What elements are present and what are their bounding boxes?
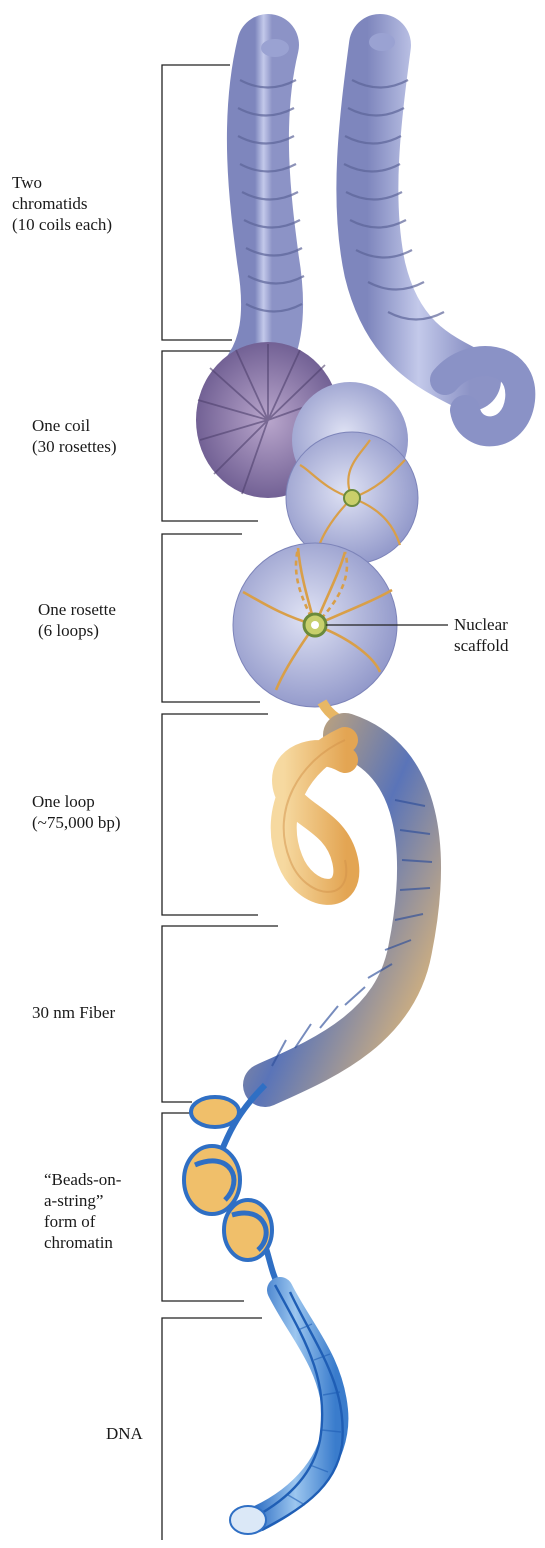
label-two-chromatids: Two chromatids (10 coils each) [12,172,112,235]
label-dna: DNA [106,1423,143,1444]
label-line: One rosette [38,599,116,620]
bracket-chromatids [162,65,232,340]
chromatid-right [344,33,520,431]
label-one-rosette: One rosette (6 loops) [38,599,116,641]
label-line: scaffold [454,635,508,656]
label-30nm-fiber: 30 nm Fiber [32,1002,115,1023]
label-line: form of [44,1211,121,1232]
label-beads-on-a-string: “Beads-on- a-string” form of chromatin [44,1169,121,1253]
label-line: (10 coils each) [12,214,112,235]
label-nuclear-scaffold: Nuclear scaffold [454,614,508,656]
label-line: chromatids [12,193,112,214]
label-line: 30 nm Fiber [32,1002,115,1023]
label-one-loop: One loop (~75,000 bp) [32,791,121,833]
label-line: (6 loops) [38,620,116,641]
beads-on-string [184,1085,280,1290]
label-line: One coil [32,415,117,436]
label-line: (30 rosettes) [32,436,117,457]
label-line: One loop [32,791,121,812]
bracket-loop [162,714,268,915]
label-line: chromatin [44,1232,121,1253]
label-line: Nuclear [454,614,508,635]
coil-rosettes [196,342,418,564]
label-line: Two [12,172,112,193]
dna-strand [230,1285,343,1534]
label-line: (~75,000 bp) [32,812,121,833]
label-line: “Beads-on- [44,1169,121,1190]
label-one-coil: One coil (30 rosettes) [32,415,117,457]
label-line: a-string” [44,1190,121,1211]
label-line: DNA [106,1423,143,1444]
rosette [233,543,397,728]
loop-and-fiber [265,735,432,1085]
chromatid-left [238,39,304,370]
